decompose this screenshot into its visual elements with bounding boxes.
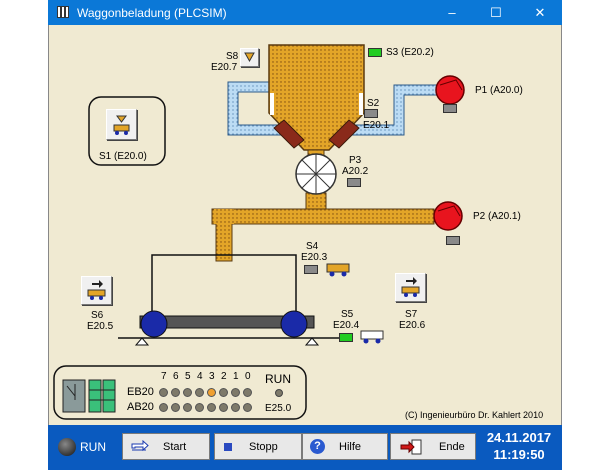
p1-label: P1 (A20.0): [475, 85, 523, 96]
stop-label: Stopp: [249, 441, 278, 453]
bit-led: [231, 388, 240, 397]
s7-addr: E20.6: [399, 320, 426, 331]
run-label: RUN: [265, 372, 291, 386]
bit-label: 7: [161, 371, 167, 382]
run-led: [275, 389, 283, 397]
silo: [268, 44, 365, 151]
close-button[interactable]: ✕: [534, 5, 546, 20]
minimize-button[interactable]: –: [448, 5, 456, 20]
s3-label: S3 (E20.2): [386, 47, 434, 58]
s3-indicator: [368, 48, 382, 57]
bit-led: [171, 388, 180, 397]
date-display: 24.11.2017: [486, 430, 552, 445]
bit-led: [159, 403, 168, 412]
s8-button[interactable]: [240, 48, 259, 67]
s5-addr: E20.4: [333, 320, 360, 331]
bit-label: 3: [209, 371, 215, 382]
start-label: Start: [163, 441, 187, 453]
bottom-bar: RUN Start Stopp ? Hilfe Ende 24.11.2017 …: [48, 425, 562, 470]
bit-led: [207, 403, 216, 412]
end-button[interactable]: Ende: [390, 433, 476, 460]
time-display: 11:19:50: [493, 447, 545, 462]
rotary-valve-p3: [295, 153, 337, 195]
p3-name: P3: [349, 155, 362, 166]
bit-led: [219, 403, 228, 412]
s5-name: S5: [341, 309, 354, 320]
s6-name: S6: [91, 310, 104, 321]
bit-label: 2: [221, 371, 227, 382]
help-icon: ?: [310, 439, 325, 454]
bit-led: [243, 403, 252, 412]
run-status-icon: [58, 438, 76, 456]
bit-label: 6: [173, 371, 179, 382]
copyright: (C) Ingenieurbüro Dr. Kahlert 2010: [405, 410, 544, 420]
help-label: Hilfe: [339, 441, 362, 453]
bit-led: [183, 388, 192, 397]
s1-label: S1 (E20.0): [99, 151, 147, 162]
help-button[interactable]: ? Hilfe: [302, 433, 388, 460]
p1-indicator: [443, 104, 457, 113]
s4-addr: E20.3: [301, 252, 328, 263]
bit-label: 0: [245, 371, 251, 382]
bit-label: 4: [197, 371, 203, 382]
bit-led: [195, 403, 204, 412]
bit-label: 1: [233, 371, 239, 382]
s7-button[interactable]: [395, 273, 426, 302]
p2-label: P2 (A20.1): [473, 211, 521, 222]
refresh-icon: [131, 440, 149, 452]
end-label: Ende: [439, 441, 465, 453]
s2-name: S2: [367, 98, 380, 109]
bit-led: [231, 403, 240, 412]
bit-led: [219, 388, 228, 397]
bit-led: [183, 403, 192, 412]
maximize-button[interactable]: ☐: [490, 5, 502, 20]
bit-led: [195, 388, 204, 397]
run-status-label: RUN: [80, 440, 106, 454]
s6-button[interactable]: [81, 276, 112, 305]
s1-frame: [88, 96, 166, 166]
stop-icon: [224, 443, 232, 451]
pump-p1: [435, 75, 465, 105]
ab20-leds: [159, 403, 255, 413]
s2-addr: E20.1: [363, 120, 390, 131]
s8-addr: E20.7: [211, 62, 238, 73]
wagon: [118, 254, 340, 346]
bit-led: [243, 388, 252, 397]
p3-addr: A20.2: [342, 166, 369, 177]
title-bar: Waggonbeladung (PLCSIM) – ☐ ✕: [48, 0, 562, 25]
wagon-icon: [360, 330, 384, 344]
s1-button[interactable]: [106, 109, 137, 140]
plc-icon: [62, 379, 116, 413]
p3-indicator: [347, 178, 361, 187]
wagon-icon: [326, 263, 350, 277]
eb20-leds: [159, 388, 255, 398]
wagon-right-icon: [87, 280, 106, 300]
s8-name: S8: [226, 51, 239, 62]
bit-label: 5: [185, 371, 191, 382]
chevron-down-icon: [244, 52, 255, 63]
s7-name: S7: [405, 309, 418, 320]
wagon-right-icon: [401, 277, 420, 297]
pump-p2: [433, 201, 463, 231]
window-title: Waggonbeladung (PLCSIM): [77, 6, 227, 20]
s6-addr: E20.5: [87, 321, 114, 332]
hopper-icon: [113, 115, 130, 135]
ab20-label: AB20: [127, 401, 154, 413]
eb20-label: EB20: [127, 386, 154, 398]
exit-icon: [400, 439, 422, 455]
p2-indicator: [446, 236, 460, 245]
bit-led: [171, 403, 180, 412]
s2-indicator: [364, 109, 378, 118]
s4-name: S4: [306, 241, 319, 252]
start-button[interactable]: Start: [122, 433, 210, 460]
stop-button[interactable]: Stopp: [214, 433, 302, 460]
bit-led: [159, 388, 168, 397]
run-addr: E25.0: [265, 403, 292, 414]
s5-indicator: [339, 333, 353, 342]
app-icon: [57, 6, 69, 18]
bit-led: [207, 388, 216, 397]
s4-indicator: [304, 265, 318, 274]
